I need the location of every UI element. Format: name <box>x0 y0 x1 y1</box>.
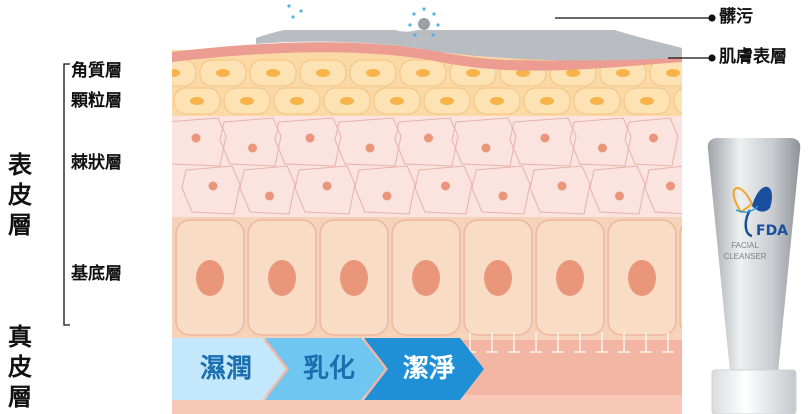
epidermis-char: 層 <box>6 210 34 240</box>
granule-dot <box>290 97 304 105</box>
epidermis-char: 表 <box>6 150 34 180</box>
dermis-char: 層 <box>6 382 34 412</box>
granule-dot <box>166 69 180 77</box>
granule-dot <box>266 69 280 77</box>
spinosum-nucleus <box>192 134 201 143</box>
spinosum-nucleus <box>366 144 375 153</box>
granule-dot <box>490 97 504 105</box>
corneum-cell <box>674 88 720 114</box>
basale-nucleus <box>556 260 584 296</box>
granule-dot <box>666 69 680 77</box>
dermis-char: 真 <box>6 322 34 352</box>
basale-nucleus <box>340 260 368 296</box>
granule-dot <box>340 97 354 105</box>
granule-dot <box>366 69 380 77</box>
epidermis-char: 皮 <box>6 180 34 210</box>
basale-nucleus <box>484 260 512 296</box>
granule-dot <box>316 69 330 77</box>
stratum-spinosum-label: 棘狀層 <box>71 155 122 172</box>
dermis-char: 皮 <box>6 352 34 382</box>
stratum-corneum-label: 角質層 <box>71 63 122 80</box>
granule-dot <box>566 69 580 77</box>
step-moisturize-label: 濕潤 <box>182 343 270 395</box>
granule-dot <box>640 97 654 105</box>
basale-nucleus <box>628 260 656 296</box>
basale-nucleus <box>196 260 224 296</box>
spinosum-nucleus <box>558 182 567 191</box>
granule-dot <box>466 69 480 77</box>
granule-dot <box>540 97 554 105</box>
stratum-basale-label: 基底層 <box>71 266 122 283</box>
spinosum-nucleus <box>248 144 257 153</box>
granule-dot <box>590 97 604 105</box>
product-name-line2: CLEANSER <box>716 253 774 261</box>
dirt-label: 髒污 <box>719 9 753 26</box>
spinosum-nucleus <box>482 144 491 153</box>
spinosum-nucleus <box>383 192 392 201</box>
spinosum-nucleus <box>306 134 315 143</box>
spinosum-nucleus <box>209 182 218 191</box>
spinosum-nucleus <box>499 192 508 201</box>
granule-dot <box>240 97 254 105</box>
product-name-line1: FACIAL <box>716 242 774 250</box>
product-brand: FDA <box>756 224 788 238</box>
granule-dot <box>216 69 230 77</box>
spinosum-nucleus <box>615 192 624 201</box>
spinosum-nucleus <box>649 134 658 143</box>
granule-dot <box>616 69 630 77</box>
spinosum-nucleus <box>666 182 675 191</box>
step-emulsify-label: 乳化 <box>284 343 374 395</box>
granule-dot <box>690 97 704 105</box>
skin-surface-label: 肌膚表層 <box>719 49 787 66</box>
granule-dot <box>416 69 430 77</box>
basale-nucleus <box>412 260 440 296</box>
basale-nucleus <box>268 260 296 296</box>
granule-dot <box>390 97 404 105</box>
spinosum-nucleus <box>424 134 433 143</box>
spinosum-nucleus <box>265 192 274 201</box>
stratum-spinosum-layer <box>172 115 682 217</box>
spinosum-nucleus <box>441 182 450 191</box>
spinosum-nucleus <box>541 134 550 143</box>
stratum-granulosum-label: 顆粒層 <box>71 93 122 110</box>
step-cleanse-label: 潔淨 <box>384 343 474 395</box>
spinosum-nucleus <box>598 144 607 153</box>
epidermis-bracket <box>64 64 70 325</box>
spinosum-nucleus <box>323 182 332 191</box>
granule-dot <box>440 97 454 105</box>
cleanser-tube-image <box>708 138 801 414</box>
granule-dot <box>190 97 204 105</box>
